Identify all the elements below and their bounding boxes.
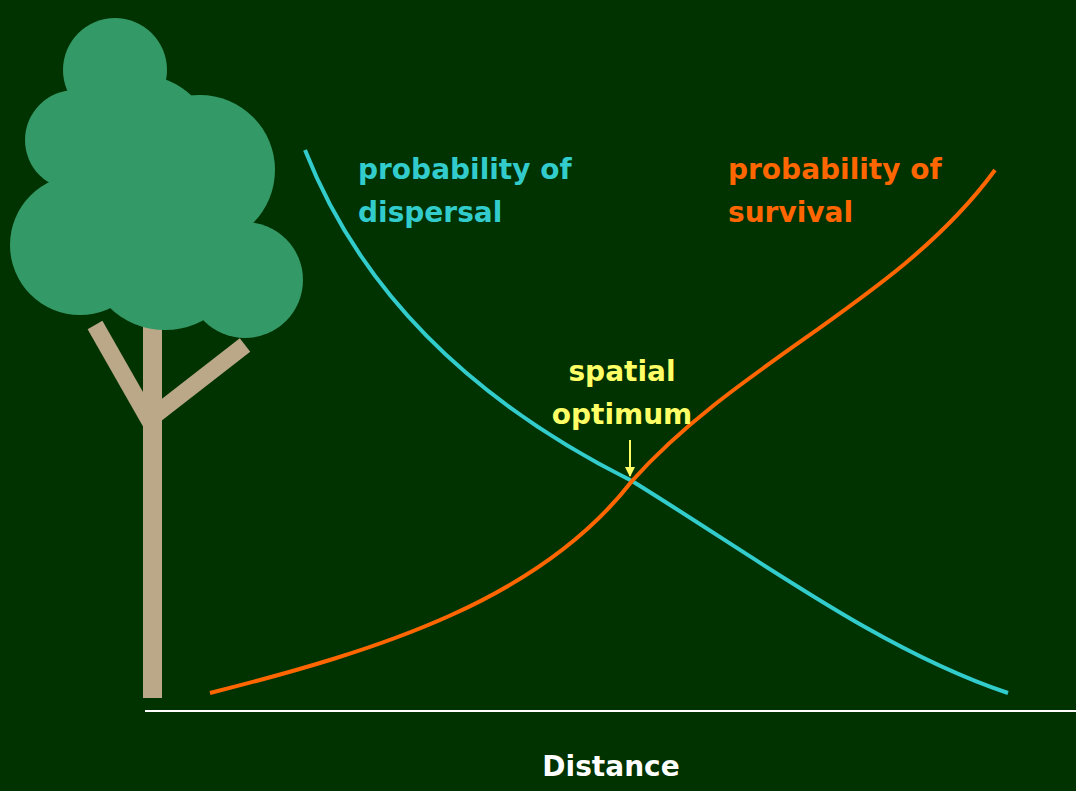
tree: [10, 18, 303, 698]
curve-label: probability of dispersal: [358, 148, 608, 234]
pointer-arrow: [629, 440, 631, 476]
x-axis: [145, 710, 1076, 712]
tree-crown: [10, 18, 303, 338]
dispersal-curve: [305, 150, 1008, 693]
axis-label: Distance: [461, 745, 761, 788]
survival-curve: [210, 170, 995, 693]
tree-branch: [95, 325, 152, 425]
curve-label: probability of survival: [728, 148, 988, 234]
callout-label: spatial optimum: [512, 350, 732, 436]
tree-trunk: [143, 300, 162, 698]
tree-branch: [155, 345, 245, 415]
